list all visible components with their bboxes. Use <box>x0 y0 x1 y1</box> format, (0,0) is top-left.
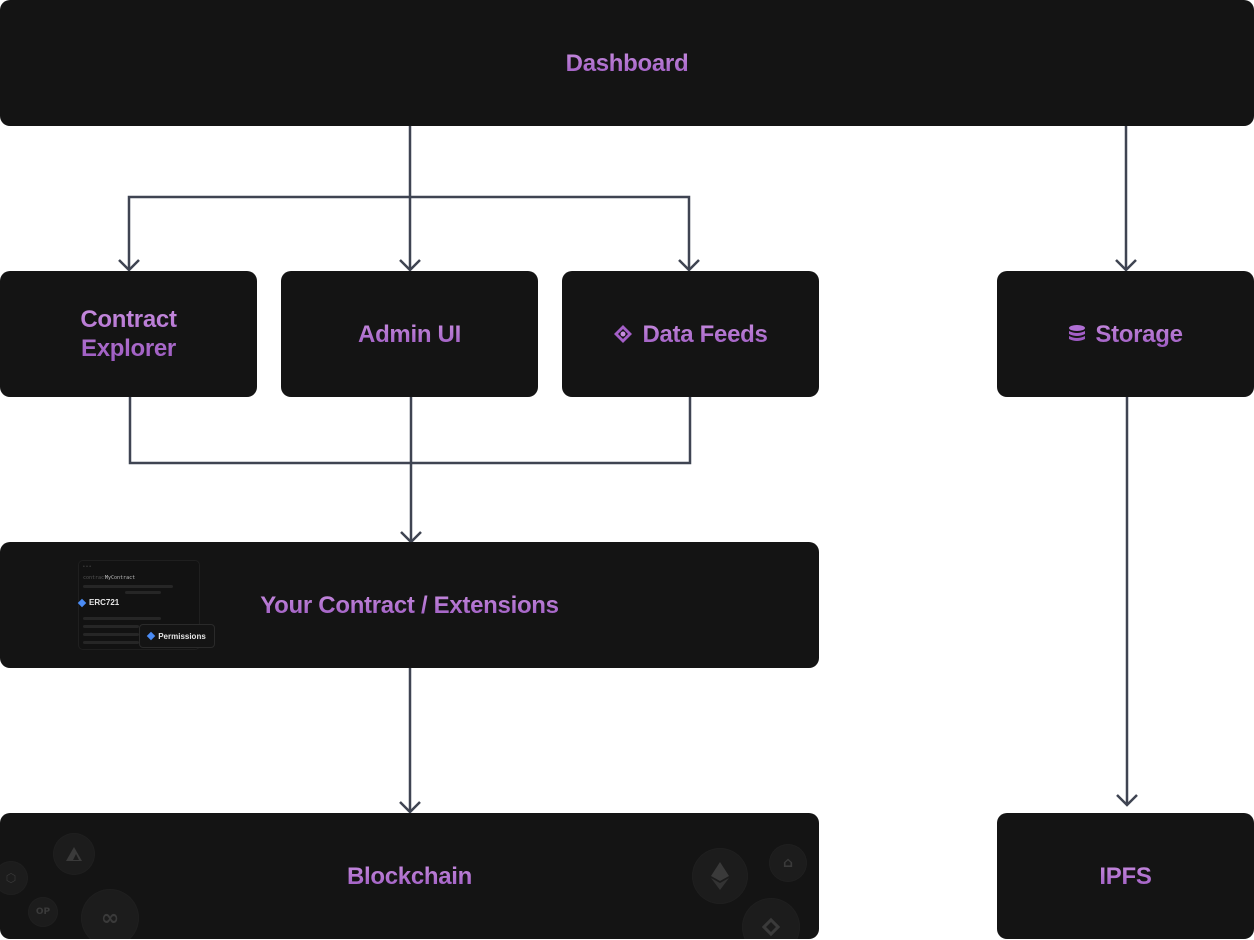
code-line <box>83 641 139 644</box>
dashboard-label: Dashboard <box>565 49 689 77</box>
optimism-icon: OP <box>28 897 58 927</box>
extension-diamond-icon <box>146 631 156 641</box>
erc721-label: ERC721 <box>89 598 120 607</box>
chain-icon: ⬡ <box>0 861 28 895</box>
ethereum-icon <box>692 848 748 904</box>
blockchain-label: Blockchain <box>346 862 473 890</box>
binance-icon <box>742 898 800 939</box>
polygon-icon: ∞ <box>81 889 139 939</box>
erc721-badge: ERC721 <box>77 598 120 608</box>
arrow-blockchain <box>399 801 421 814</box>
arrow-contract-explorer <box>118 259 140 272</box>
storage-node[interactable]: Storage <box>997 271 1254 397</box>
window-dots: • • • <box>83 564 92 570</box>
ipfs-label: IPFS <box>1099 862 1152 890</box>
code-line <box>83 633 139 636</box>
ipfs-node[interactable]: IPFS <box>997 813 1254 939</box>
code-line <box>83 585 173 588</box>
arrow-storage <box>1115 259 1137 272</box>
data-feeds-node[interactable]: Data Feeds <box>562 271 819 397</box>
code-line <box>125 591 161 594</box>
contract-explorer-label: Contract Explorer <box>80 306 177 362</box>
arrow-data-feeds <box>678 259 700 272</box>
permissions-label: Permissions <box>158 631 206 641</box>
database-icon <box>1069 325 1086 341</box>
data-feeds-icon <box>614 325 633 343</box>
extension-diamond-icon <box>77 598 87 608</box>
your-contract-node[interactable]: • • • contract MyContract ERC721 Permiss… <box>0 542 819 668</box>
wire-split-bar <box>127 195 691 270</box>
contract-name: MyContract <box>105 575 136 581</box>
storage-label: Storage <box>1095 320 1183 348</box>
blockchain-node[interactable]: ⬡ OP ∞ ⌂ Blockchain <box>0 813 819 939</box>
dashboard-node[interactable]: Dashboard <box>0 0 1254 126</box>
contract-explorer-node[interactable]: Contract Explorer <box>0 271 257 397</box>
code-line <box>83 625 139 628</box>
admin-ui-label: Admin UI <box>358 320 461 348</box>
your-contract-label: Your Contract / Extensions <box>260 591 559 619</box>
arrow-ipfs <box>1116 794 1138 807</box>
contract-keyword: contract <box>83 575 108 581</box>
data-feeds-label: Data Feeds <box>642 320 768 348</box>
arbitrum-icon: ⌂ <box>769 844 807 882</box>
permissions-badge: Permissions <box>139 624 215 648</box>
avalanche-icon <box>53 833 95 875</box>
code-line <box>83 617 161 620</box>
admin-ui-node[interactable]: Admin UI <box>281 271 538 397</box>
arrow-admin-ui <box>399 259 421 272</box>
